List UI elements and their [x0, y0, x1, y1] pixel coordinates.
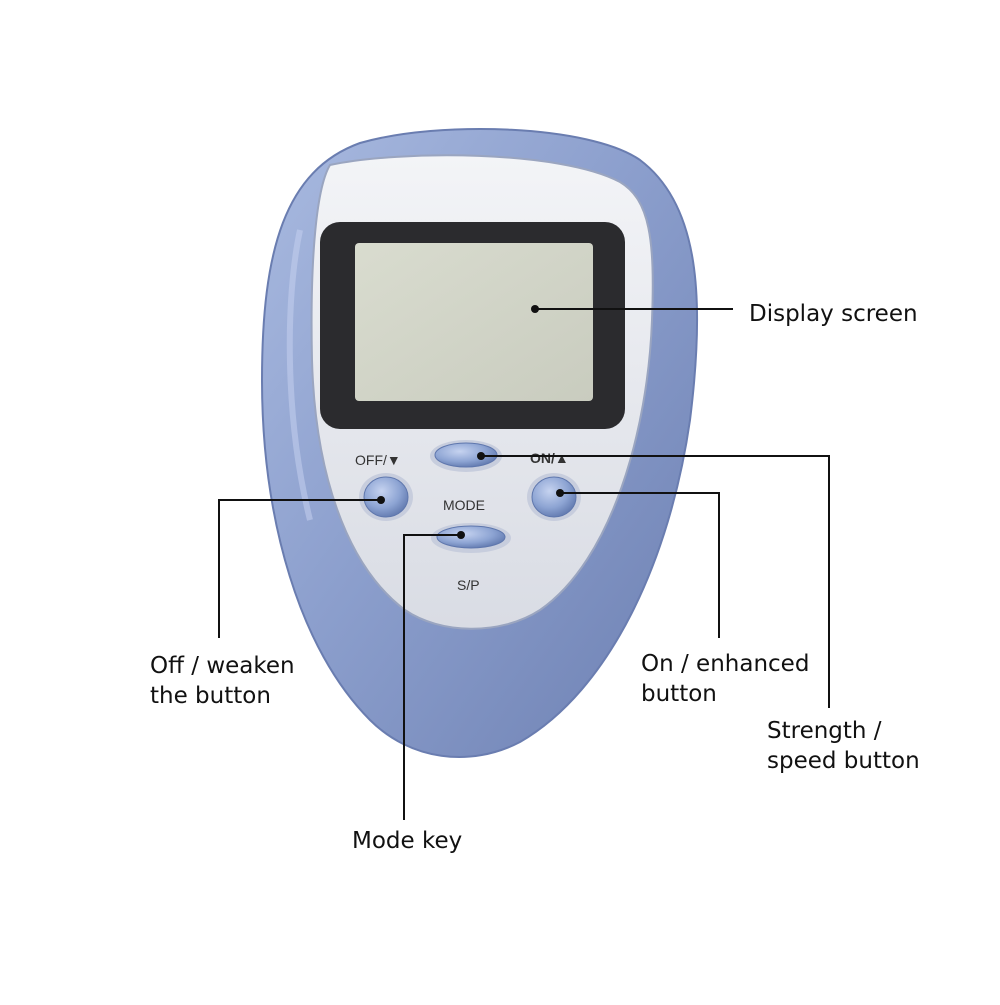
mode-key-button[interactable] — [431, 523, 511, 553]
callout-off-weaken-line-2: the button — [150, 683, 271, 709]
on-enhanced-button[interactable] — [527, 473, 581, 521]
callout-on-enhanced: On / enhanced button — [641, 651, 817, 707]
dot-on — [556, 489, 564, 497]
on-label: ON/▲ — [530, 450, 569, 466]
sp-label: S/P — [457, 577, 480, 593]
leader-on — [560, 492, 720, 638]
callout-on-enhanced-line-1: On / enhanced — [641, 651, 809, 677]
display-screen — [355, 243, 593, 401]
callout-off-weaken: Off / weaken the button — [150, 653, 302, 709]
callout-display-screen: Display screen — [749, 301, 918, 327]
dot-display — [531, 305, 539, 313]
leader-off — [218, 499, 381, 638]
callout-strength-speed: Strength / speed button — [767, 718, 920, 774]
leader-strength — [481, 455, 830, 708]
off-label: OFF/▼ — [355, 452, 401, 468]
dot-strength — [477, 452, 485, 460]
device-shell-highlight — [286, 229, 313, 521]
callout-strength-speed-line-2: speed button — [767, 748, 920, 774]
off-weaken-button[interactable] — [359, 473, 413, 521]
callout-off-weaken-line-1: Off / weaken — [150, 653, 295, 679]
mode-label: MODE — [443, 497, 485, 513]
callout-strength-speed-line-1: Strength / — [767, 718, 882, 744]
callout-mode-key: Mode key — [352, 828, 462, 854]
leader-lines — [218, 305, 830, 820]
leader-mode — [403, 534, 461, 820]
callout-on-enhanced-line-2: button — [641, 681, 717, 707]
dot-mode — [457, 531, 465, 539]
dot-off — [377, 496, 385, 504]
